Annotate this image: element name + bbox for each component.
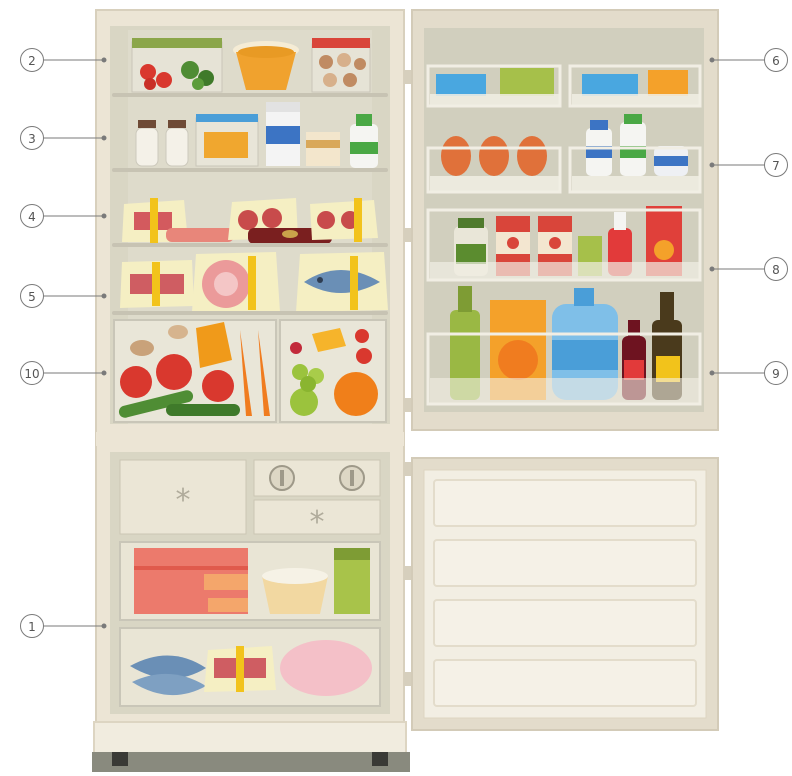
shelf-5 <box>112 311 388 315</box>
callout-6: 6 <box>764 48 788 72</box>
fridge-base <box>92 722 410 772</box>
shelf-2-items <box>132 38 370 92</box>
callout-10: 10 <box>20 361 44 385</box>
callout-7: 7 <box>764 153 788 177</box>
shelf-2 <box>112 93 388 97</box>
shelf-3 <box>112 168 388 172</box>
freezer-door <box>412 458 718 730</box>
shelf-5-items <box>120 252 388 312</box>
callout-9: 9 <box>764 361 788 385</box>
callout-1: 1 <box>20 614 44 638</box>
callout-8: 8 <box>764 257 788 281</box>
callout-2: 2 <box>20 48 44 72</box>
svg-text:*: * <box>176 483 191 518</box>
crisper-drawers <box>114 320 386 422</box>
svg-text:*: * <box>310 505 325 540</box>
callout-5: 5 <box>20 284 44 308</box>
shelf-4-items <box>122 198 378 244</box>
callout-3: 3 <box>20 126 44 150</box>
callout-4: 4 <box>20 204 44 228</box>
shelf-4 <box>112 243 388 247</box>
